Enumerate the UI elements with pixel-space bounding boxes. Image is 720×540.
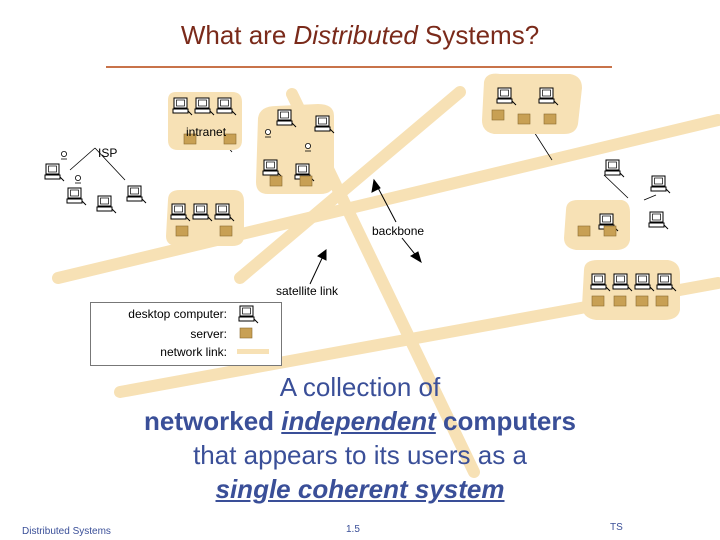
legend: desktop computer: server: network link: xyxy=(90,302,282,366)
footer-right: TS xyxy=(610,522,623,533)
legend-desktop-label: desktop computer: xyxy=(128,307,227,321)
footer-left: Distributed Systems xyxy=(22,526,111,537)
isp-computers xyxy=(44,150,147,214)
tagline-line-2-prefix: networked xyxy=(144,406,282,436)
satellite-link-label: satellite link xyxy=(276,284,339,298)
legend-link-icon xyxy=(237,349,269,354)
tagline-line-2: networked independent computers xyxy=(0,404,720,438)
legend-link-label: network link: xyxy=(160,345,227,359)
backbone-link-diagonal xyxy=(234,86,466,284)
backbone-arrows xyxy=(309,178,422,285)
legend-desktop-icon xyxy=(238,305,259,324)
intranet-label: intranet xyxy=(186,125,227,139)
title-suffix: Systems? xyxy=(417,20,540,50)
tagline-line-4: single coherent system xyxy=(215,474,505,504)
isp-label: ISP xyxy=(98,146,118,160)
tagline-line-3: that appears to its users as a xyxy=(193,440,527,470)
cluster-right xyxy=(564,200,630,250)
backbone-link-main xyxy=(52,114,720,284)
cluster-top-right xyxy=(482,73,582,134)
title-rule xyxy=(106,66,612,68)
tagline-line-2-suffix: computers xyxy=(435,406,576,436)
title-emphasis: Distributed xyxy=(293,20,418,50)
legend-server-label: server: xyxy=(190,327,227,341)
backbone-label: backbone xyxy=(372,224,425,238)
title-prefix: What are xyxy=(180,20,294,50)
footer-page-number: 1.5 xyxy=(346,524,360,535)
tagline-line-1: A collection of xyxy=(279,372,441,402)
slide-title: What are Distributed Systems? xyxy=(0,20,720,51)
legend-server-icon xyxy=(239,327,253,339)
tagline-line-2-emphasis: independent xyxy=(281,406,436,436)
tagline: A collection of networked independent co… xyxy=(0,370,720,506)
